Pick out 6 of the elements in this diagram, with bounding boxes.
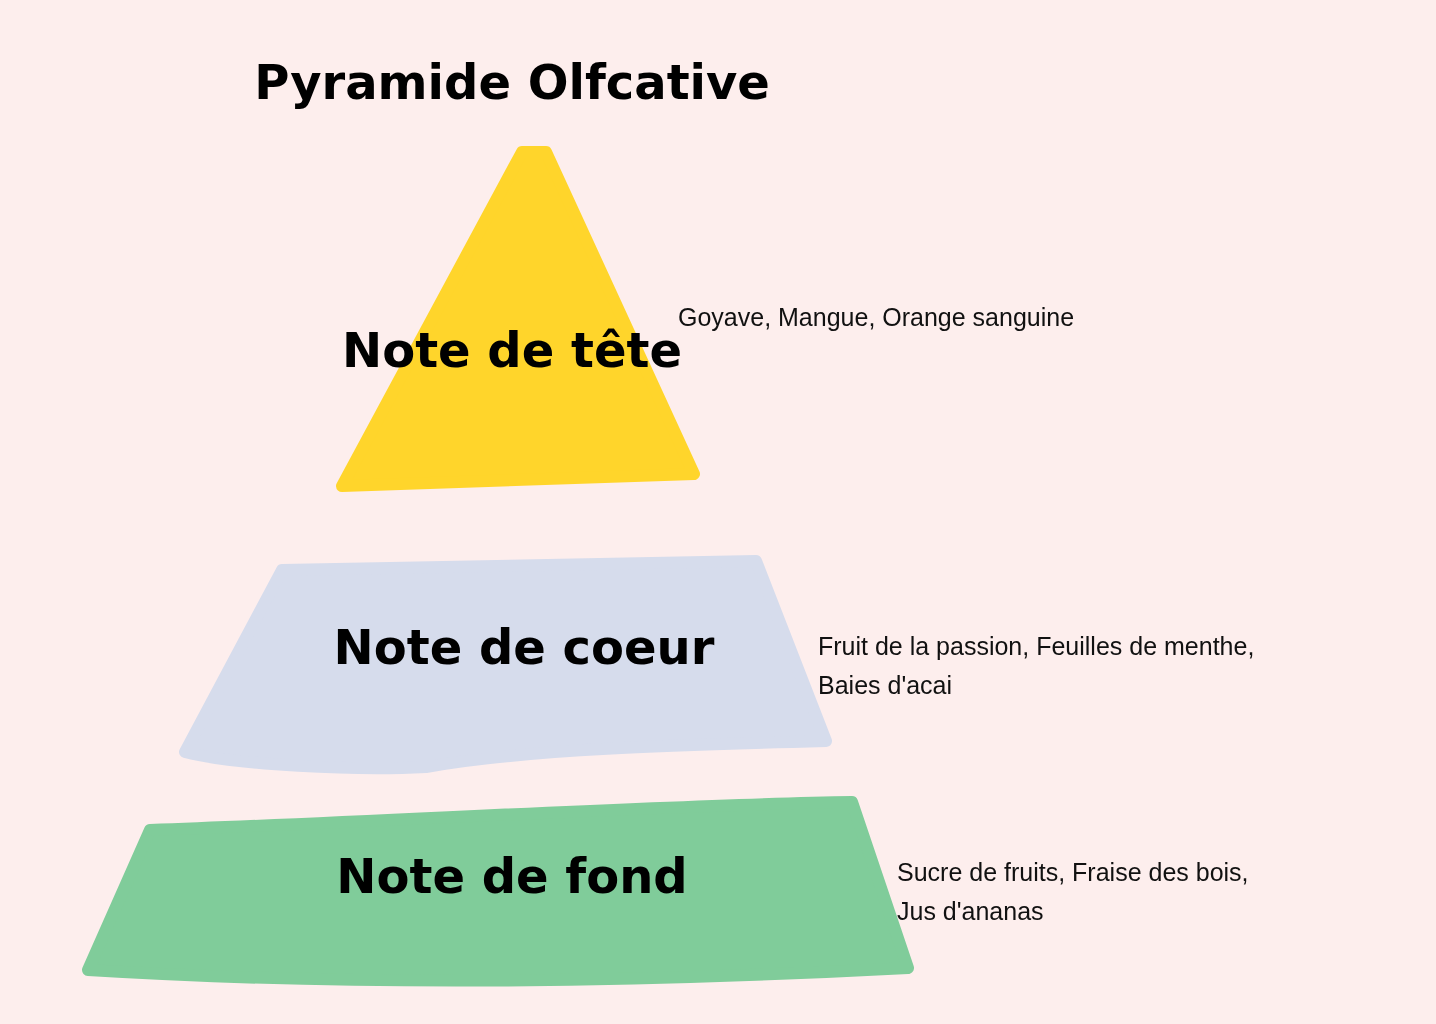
- ingredient-list: Goyave, Mangue, Orange sanguine: [678, 298, 1075, 337]
- title: Pyramide Olfcative: [254, 53, 770, 112]
- ingredient-list: Fruit de la passion, Feuilles de menthe, Baies d'acai: [818, 627, 1283, 705]
- tier-heading: Note de fond: [336, 847, 688, 905]
- ingredient-list: Sucre de fruits, Fraise des bois, Jus d'ananas: [897, 853, 1272, 931]
- tier-heading: Note de coeur: [333, 618, 715, 676]
